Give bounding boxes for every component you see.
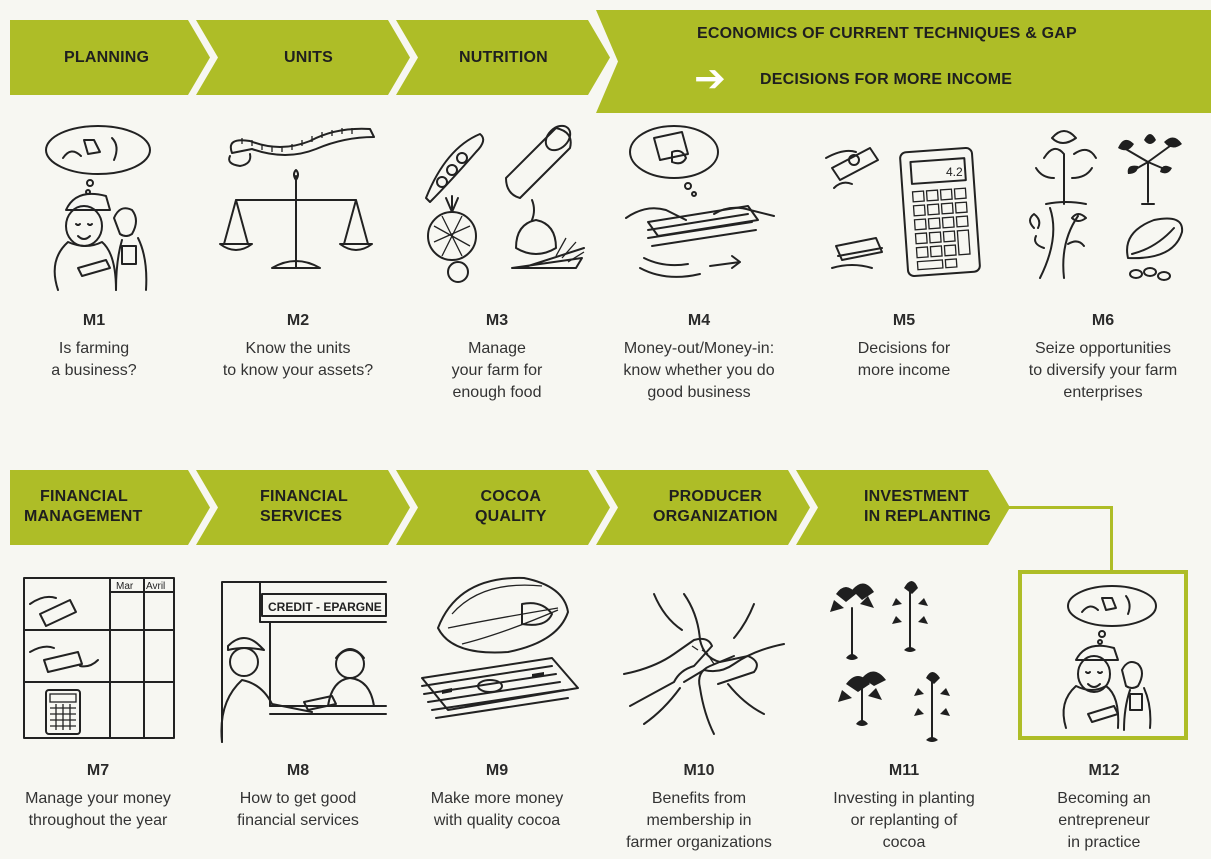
svg-text:Avril: Avril (146, 581, 165, 592)
chevron-label-economics: ECONOMICS OF CURRENT TECHNIQUES & GAP (697, 25, 1077, 42)
connector-line (1000, 506, 1113, 509)
chevron-label-financial-services: FINANCIAL SERVICES (260, 488, 349, 525)
diverse-crops-icon (1029, 130, 1184, 281)
module-desc-m9: Make more money with quality cocoa (430, 790, 564, 829)
chevron-investment-replanting (796, 470, 1010, 545)
connector-line-vertical (1110, 506, 1113, 572)
chevron-label-financial-management: FINANCIAL MANAGEMENT (24, 488, 143, 525)
chevron-label-cocoa-quality: COCOA QUALITY (475, 488, 547, 525)
money-exchange-icon (625, 125, 775, 278)
scale-and-tape-icon (219, 127, 375, 269)
chevron-units (196, 20, 410, 95)
farmer-thinking-icon (45, 125, 151, 291)
calculator-icon: 4.2 (825, 147, 981, 277)
module-desc-m7: Manage your money throughout the year (25, 790, 171, 829)
highlight-frame-m12 (1018, 570, 1188, 740)
module-code-m4: M4 (687, 312, 711, 329)
module-code-m8: M8 (286, 762, 310, 779)
chevron-financial-management (10, 470, 210, 545)
cocoa-seedlings-icon (830, 581, 950, 742)
arrow-right-icon: ➔ (694, 58, 726, 100)
chevron-label-planning: PLANNING (64, 49, 150, 66)
chevron-label-units: UNITS (284, 49, 333, 66)
module-desc-m2: Know the units to know your assets? (222, 340, 374, 379)
module-code-m10: M10 (683, 762, 715, 779)
module-code-m12: M12 (1088, 762, 1120, 779)
cocoa-pod-money-icon (421, 576, 579, 719)
chevron-financial-services (196, 470, 410, 545)
module-desc-m12: Becoming an entrepreneur in practice (1057, 790, 1151, 851)
module-code-m9: M9 (485, 762, 509, 779)
chevron-nutrition (396, 20, 610, 95)
module-desc-m8: How to get good financial services (237, 790, 359, 829)
food-crops-icon (425, 124, 585, 283)
bank-counter-icon: CREDIT - EPARGNE (220, 581, 387, 743)
module-code-m1: M1 (82, 312, 106, 329)
chevron-producer-organization (596, 470, 810, 545)
module-code-m11: M11 (888, 762, 920, 779)
money-calendar-icon: Mar Avril (23, 577, 175, 739)
chevron-planning (10, 20, 210, 95)
chevron-cocoa-quality (396, 470, 610, 545)
module-desc-m5: Decisions for more income (857, 340, 951, 379)
module-desc-m3: Manage your farm for enough food (451, 340, 543, 401)
joined-hands-icon (623, 593, 785, 735)
svg-text:CREDIT - EPARGNE: CREDIT - EPARGNE (268, 600, 382, 614)
entrepreneur-icon (1062, 585, 1157, 731)
chevron-label-decisions: DECISIONS FOR MORE INCOME (760, 71, 1013, 88)
module-code-m7: M7 (86, 762, 110, 779)
module-desc-m6: Seize opportunities to diversify your fa… (1028, 340, 1178, 401)
svg-text:Mar: Mar (116, 581, 134, 592)
module-code-m2: M2 (286, 312, 310, 329)
module-code-m5: M5 (892, 312, 916, 329)
chevron-label-investment-replanting: INVESTMENT IN REPLANTING (864, 488, 992, 525)
svg-text:4.2: 4.2 (946, 165, 963, 179)
chevron-label-producer-organization: PRODUCER ORGANIZATION (653, 488, 778, 525)
module-code-m6: M6 (1091, 312, 1115, 329)
module-desc-m1: Is farming a business? (51, 340, 137, 379)
module-desc-m11: Investing in planting or replanting of c… (833, 790, 975, 851)
module-desc-m10: Benefits from membership in farmer organ… (626, 790, 772, 851)
chevron-label-nutrition: NUTRITION (459, 49, 548, 66)
module-desc-m4: Money-out/Money-in: know whether you do … (623, 340, 775, 401)
module-code-m3: M3 (485, 312, 509, 329)
chevron-economics (596, 10, 1211, 113)
